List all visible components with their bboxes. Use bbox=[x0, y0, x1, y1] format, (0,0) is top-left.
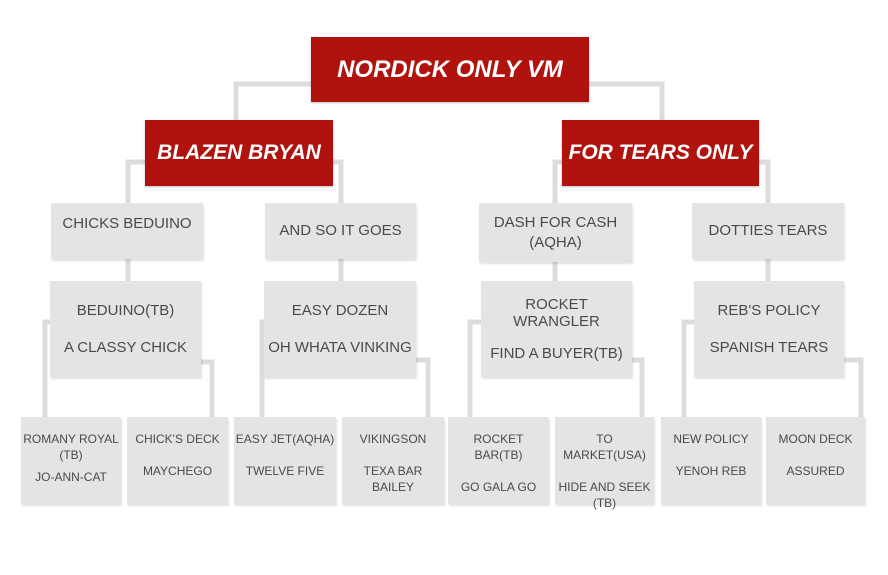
gen5-dam-1: JO-ANN-CAT bbox=[35, 470, 107, 484]
gen5-box-1: ROMANY ROYAL (TB) JO-ANN-CAT bbox=[21, 417, 121, 504]
dam-box: FOR TEARS ONLY bbox=[562, 120, 759, 186]
gen5-dam-8: ASSURED bbox=[786, 464, 845, 478]
gen4-dam-2: OH WHATA VINKING bbox=[268, 339, 412, 357]
gen5-sire-2: CHICK'S DECK bbox=[135, 432, 220, 446]
gen5-dam-6-suffix: (TB) bbox=[592, 496, 617, 510]
gen3-box-3: DASH FOR CASH (AQHA) bbox=[479, 203, 632, 262]
gen4-box-2: EASY DOZEN OH WHATA VINKING bbox=[264, 281, 416, 377]
gen5-box-7: NEW POLICY YENOH REB bbox=[661, 417, 761, 504]
root-horse-name: NORDICK ONLY VM bbox=[337, 55, 563, 83]
gen5-sire-8: MOON DECK bbox=[778, 432, 853, 446]
gen4-dam-1: A CLASSY CHICK bbox=[63, 339, 188, 357]
gen3-name-4: DOTTIES TEARS bbox=[708, 222, 828, 240]
gen3-name-3-suffix: (AQHA) bbox=[529, 233, 582, 251]
gen5-sire-1-suffix: (TB) bbox=[59, 448, 83, 462]
gen4-sire-2: EASY DOZEN bbox=[291, 301, 389, 319]
gen5-box-4: VIKINGSON TEXA BAR BAILEY bbox=[342, 417, 444, 504]
gen3-box-2: AND SO IT GOES bbox=[265, 203, 416, 259]
gen5-sire-7: NEW POLICY bbox=[673, 432, 749, 446]
gen4-sire-3: ROCKET WRANGLER bbox=[513, 296, 600, 330]
gen5-sire-3: EASY JET(AQHA) bbox=[235, 432, 335, 446]
gen4-sire-1: BEDUINO(TB) bbox=[76, 301, 175, 319]
gen5-dam-2: MAYCHEGO bbox=[142, 464, 213, 478]
gen5-dam-4: TEXA BAR BAILEY bbox=[363, 464, 423, 494]
sire-box: BLAZEN BRYAN bbox=[145, 120, 333, 186]
gen5-dam-5: GO GALA GO bbox=[460, 480, 537, 494]
gen4-box-1: BEDUINO(TB) A CLASSY CHICK bbox=[50, 281, 201, 377]
gen5-dam-3: TWELVE FIVE bbox=[245, 464, 325, 478]
gen5-box-3: EASY JET(AQHA) TWELVE FIVE bbox=[234, 417, 336, 504]
gen5-dam-7: YENOH REB bbox=[675, 464, 747, 478]
gen5-sire-5: ROCKET BAR(TB) bbox=[473, 432, 524, 462]
gen4-dam-4: SPANISH TEARS bbox=[709, 339, 829, 357]
gen5-box-8: MOON DECK ASSURED bbox=[766, 417, 865, 504]
gen5-sire-6: TO MARKET(USA) bbox=[563, 432, 646, 462]
gen3-name-3: DASH FOR CASH bbox=[493, 214, 618, 231]
gen4-box-4: REB'S POLICY SPANISH TEARS bbox=[694, 281, 844, 377]
gen3-name-2: AND SO IT GOES bbox=[279, 222, 402, 240]
sire-name: BLAZEN BRYAN bbox=[157, 141, 321, 164]
gen4-dam-3: FIND A BUYER(TB) bbox=[490, 345, 623, 362]
gen3-name-1: CHICKS BEDUINO bbox=[62, 215, 192, 233]
gen3-box-4: DOTTIES TEARS bbox=[692, 203, 844, 259]
gen5-box-2: CHICK'S DECK MAYCHEGO bbox=[127, 417, 228, 504]
gen3-box-1: CHICKS BEDUINO bbox=[51, 203, 203, 259]
root-horse-box: NORDICK ONLY VM bbox=[311, 37, 589, 102]
dam-name: FOR TEARS ONLY bbox=[568, 141, 753, 164]
gen5-box-6: TO MARKET(USA) HIDE AND SEEK (TB) bbox=[555, 417, 654, 510]
gen5-sire-1: ROMANY ROYAL bbox=[23, 432, 119, 446]
gen4-box-3: ROCKET WRANGLER FIND A BUYER(TB) bbox=[481, 281, 632, 377]
gen4-sire-4: REB'S POLICY bbox=[717, 301, 821, 319]
gen5-box-5: ROCKET BAR(TB) GO GALA GO bbox=[448, 417, 549, 504]
gen5-dam-6: HIDE AND SEEK bbox=[558, 480, 651, 494]
gen5-sire-4: VIKINGSON bbox=[359, 432, 427, 446]
